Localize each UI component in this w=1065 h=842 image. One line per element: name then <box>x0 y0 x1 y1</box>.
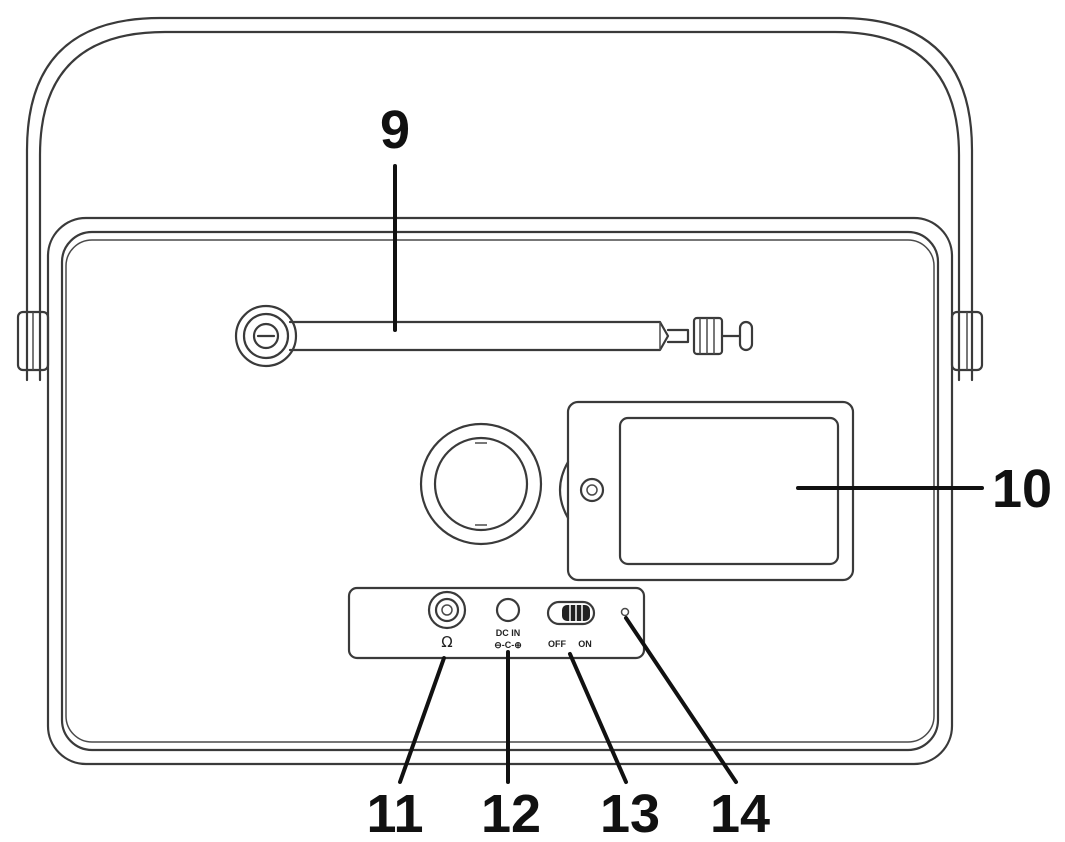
leader-line-power-switch <box>568 652 628 784</box>
headphone-symbol-label: Ω <box>441 633 452 651</box>
switch-on-label: ON <box>578 639 592 649</box>
speaker-port <box>419 422 543 546</box>
leader-line-headphone <box>398 656 446 784</box>
indicator-led <box>620 607 630 617</box>
battery-cover <box>558 400 855 582</box>
callout-13: 13 <box>600 784 660 842</box>
callout-9: 9 <box>380 100 410 160</box>
callout-14: 14 <box>710 784 770 842</box>
dc-polarity-label: ⊖-C-⊕ <box>494 640 522 650</box>
callout-11: 11 <box>366 784 423 842</box>
handle-pivot-left <box>16 310 50 372</box>
handle-pivot-right <box>950 310 984 372</box>
leader-line-indicator <box>624 616 738 784</box>
headphone-jack <box>427 590 467 630</box>
power-switch <box>546 600 596 626</box>
dc-in-label: DC IN <box>496 628 521 638</box>
callout-12: 12 <box>481 784 541 842</box>
dc-in-socket <box>495 597 521 623</box>
callout-10: 10 <box>992 459 1052 519</box>
carry-handle <box>25 16 974 382</box>
telescopic-antenna <box>234 304 754 368</box>
radio-body <box>46 216 954 766</box>
connector-panel <box>347 586 646 660</box>
switch-off-label: OFF <box>548 639 566 649</box>
